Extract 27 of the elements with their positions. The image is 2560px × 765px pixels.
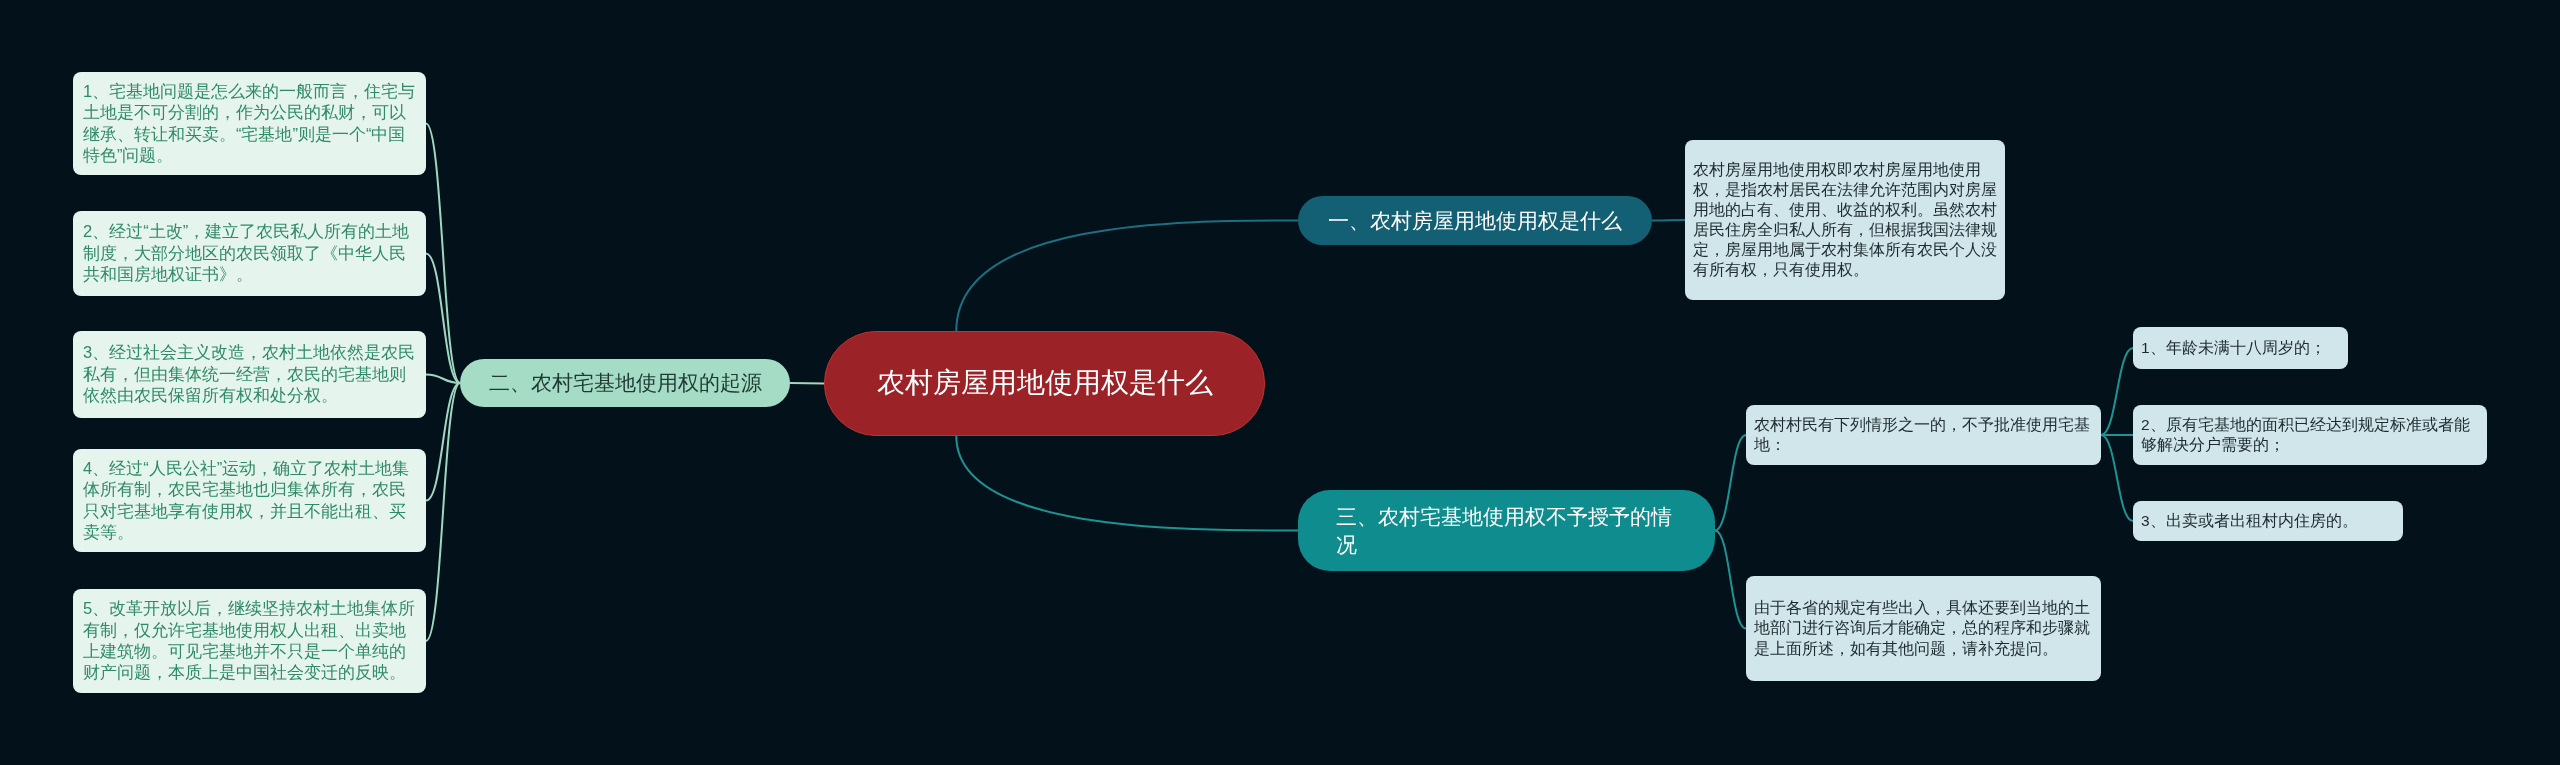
note-box: 3、出卖或者出租村内住房的。: [2133, 501, 2403, 541]
connector-line: [1714, 434, 1747, 532]
connector-line: [2100, 347, 2134, 436]
note-box: 4、经过“人民公社”运动，确立了农村土地集体所有制，农民宅基地也归集体所有，农民只对宅基地享有使用权，并且不能出租、买卖等。: [73, 449, 426, 552]
connector-line: [955, 435, 1299, 532]
connector-line: [2100, 434, 2134, 522]
note-box: 由于各省的规定有些出入，具体还要到当地的土地部门进行咨询后才能确定，总的程序和步骤就是上面所述，如有其他问题，请补充提问。: [1746, 576, 2101, 681]
note-box: 1、年龄未满十八周岁的；: [2133, 327, 2348, 369]
connector-line: [1651, 219, 1686, 222]
connector-line: [955, 219, 1299, 332]
central-topic: 农村房屋用地使用权是什么: [824, 331, 1265, 436]
connector-line: [789, 382, 825, 385]
note-box: 2、原有宅基地的面积已经达到规定标准或者能够解决分户需要的；: [2133, 405, 2487, 465]
connector-line: [425, 122, 461, 384]
connector-line: [1714, 529, 1747, 630]
note-box: 2、经过“土改”，建立了农民私人所有的土地制度，大部分地区的农民领取了《中华人民共和国房地权证书》。: [73, 211, 426, 296]
note-box: 5、改革开放以后，继续坚持农村土地集体所有制，仅允许宅基地使用权人出租、出卖地上建筑物。可见宅基地并不只是一个单纯的财产问题，本质上是中国社会变迁的反映。: [73, 589, 426, 693]
topic-box: 二、农村宅基地使用权的起源: [460, 359, 790, 407]
topic-box: 一、农村房屋用地使用权是什么: [1298, 196, 1652, 245]
note-box: 农村房屋用地使用权即农村房屋用地使用权，是指农村居民在法律允许范围内对房屋用地的占有、使用、收益的权利。虽然农村居民住房全归私人所有，但根据我国法律规定，房屋用地属于农村集体所有农民个人没有所有权，只有使用权。: [1685, 140, 2005, 300]
note-box: 农村村民有下列情形之一的，不予批准使用宅基地：: [1746, 405, 2101, 465]
note-box: 3、经过社会主义改造，农村土地依然是农民私有，但由集体统一经营，农民的宅基地则依然由农民保留所有权和处分权。: [73, 331, 426, 418]
connector-line: [425, 252, 461, 384]
note-box: 1、宅基地问题是怎么来的一般而言，住宅与土地是不可分割的，作为公民的私财，可以继承、转让和买卖。“宅基地”则是一个“中国特色”问题。: [73, 72, 426, 175]
connector-line: [425, 382, 461, 642]
topic-box: 三、农村宅基地使用权不予授予的情况: [1298, 490, 1715, 571]
connector-line: [425, 382, 461, 502]
